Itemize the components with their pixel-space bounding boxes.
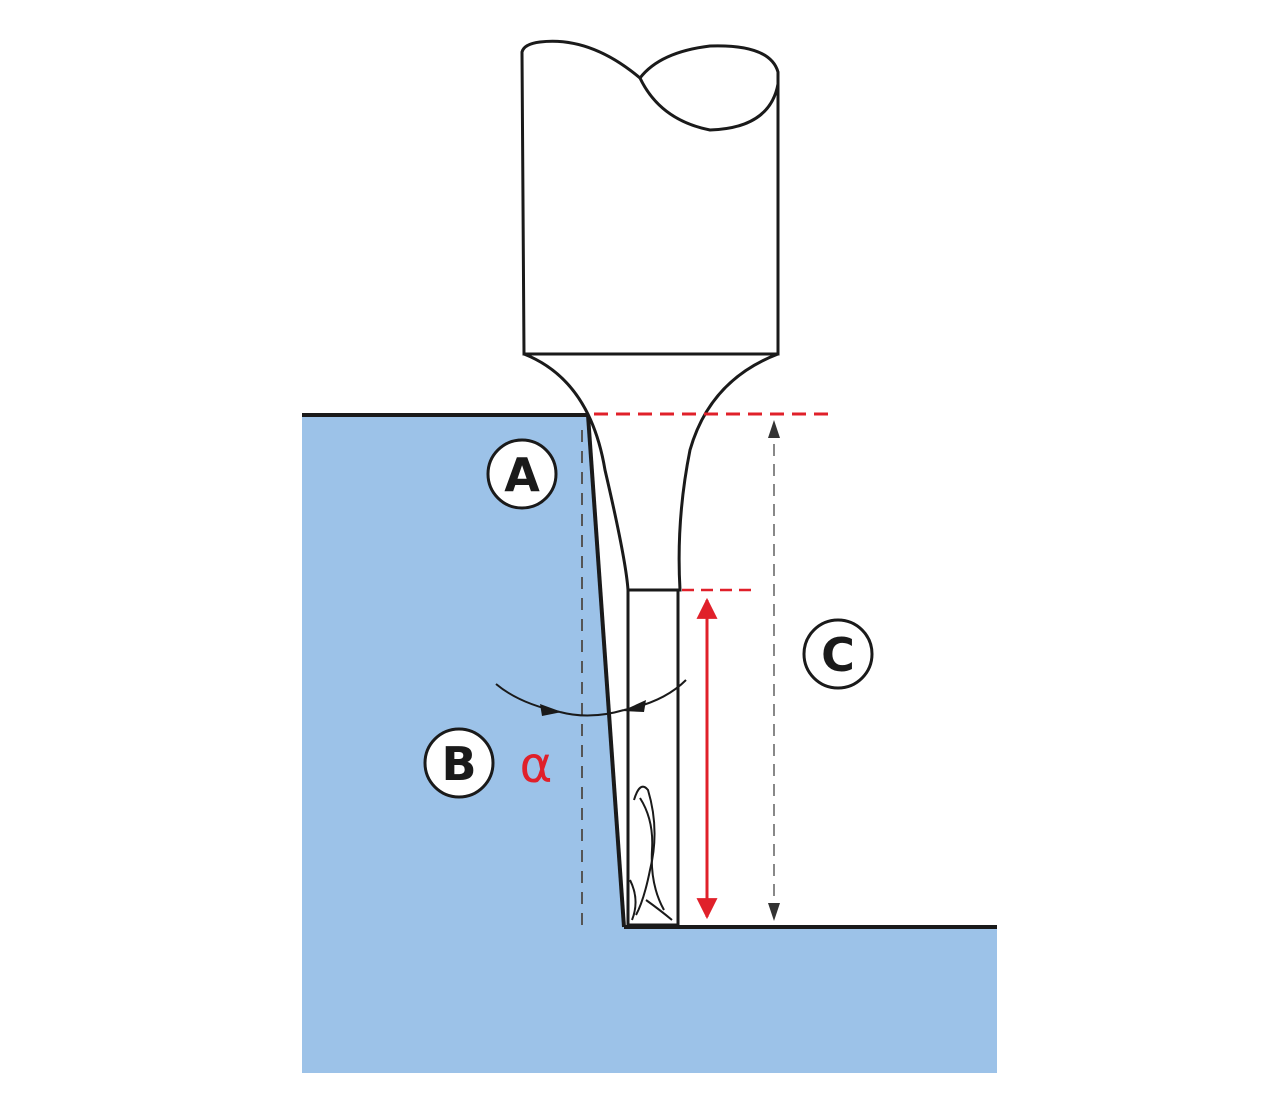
depth-arrow-bottom <box>768 903 780 921</box>
label-a-text: A <box>504 448 540 502</box>
angle-arrow-right-head <box>622 700 646 712</box>
label-b-text: B <box>441 737 476 791</box>
label-c-text: C <box>821 628 855 682</box>
shank-break-curve <box>638 77 780 132</box>
flute-helix-1 <box>633 785 656 916</box>
label-c-badge: C <box>802 618 874 690</box>
angle-arc-middle <box>559 709 625 717</box>
inclined-wall-edge <box>586 414 626 928</box>
workpiece-block <box>302 415 997 1073</box>
depth-arrow-top <box>768 420 780 438</box>
cutter-shank <box>520 39 780 356</box>
label-a-badge: A <box>486 438 558 510</box>
flute-helix-3 <box>629 879 673 921</box>
flute-helix-2 <box>639 797 665 911</box>
label-b-badge: B <box>423 727 495 799</box>
alpha-angle-symbol: α <box>520 736 553 794</box>
angle-arrow-left-head <box>540 704 562 716</box>
